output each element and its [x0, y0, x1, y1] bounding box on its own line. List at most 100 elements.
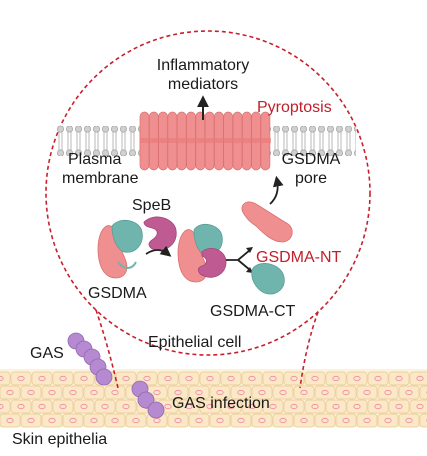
skin-cell-nucleus: [342, 417, 350, 424]
gas-infection-bacteria: [131, 380, 165, 419]
skin-cell-nucleus: [384, 389, 392, 396]
skin-cell-nucleus: [216, 417, 224, 424]
skin-cell-nucleus: [0, 375, 4, 382]
skin-cell-nucleus: [153, 389, 161, 396]
skin-cell-nucleus: [111, 389, 119, 396]
split-arrow-head-up: [246, 247, 253, 253]
nt-to-pore-arrow: [269, 175, 284, 205]
skin-cell-nucleus: [279, 389, 287, 396]
skin-cell-nucleus: [27, 417, 35, 424]
speb-protease: [143, 216, 177, 251]
skin-cell-nucleus: [363, 389, 371, 396]
callout-left-line: [95, 309, 119, 389]
plasma-membrane-label: Plasma membrane: [62, 151, 139, 187]
skin-cell-nucleus: [122, 403, 130, 410]
skin-cell-nucleus: [153, 417, 161, 424]
skin-cell-nucleus: [395, 403, 403, 410]
skin-cell-nucleus: [269, 375, 277, 382]
skin-cell-nucleus: [321, 417, 329, 424]
gas-coccus: [137, 391, 155, 409]
skin-cell-nucleus: [332, 375, 340, 382]
skin-cell-nucleus: [111, 417, 119, 424]
skin-cell-nucleus: [6, 417, 14, 424]
skin-cell-nucleus: [405, 417, 413, 424]
pyroptosis-label: Pyroptosis: [257, 99, 332, 116]
skin-cell-nucleus: [321, 389, 329, 396]
gas-label: GAS: [30, 345, 64, 362]
gsdma-speb-complex: [177, 223, 227, 283]
skin-cell-nucleus: [416, 403, 424, 410]
skin-cell: [0, 399, 11, 414]
skin-cell-nucleus: [216, 389, 224, 396]
skin-cell-nucleus: [395, 375, 403, 382]
skin-cell-nucleus: [206, 403, 214, 410]
skin-cell-nucleus: [279, 417, 287, 424]
skin-cell-nucleus: [80, 403, 88, 410]
callout-right-line: [299, 311, 319, 389]
skin-cell-nucleus: [332, 403, 340, 410]
skin-cell-nucleus: [311, 403, 319, 410]
skin-cell-nucleus: [290, 403, 298, 410]
skin-cell-nucleus: [17, 403, 25, 410]
skin-cell-nucleus: [353, 375, 361, 382]
skin-cell-nucleus: [59, 375, 67, 382]
skin-cell-nucleus: [164, 375, 172, 382]
skin-cell-nucleus: [132, 417, 140, 424]
skin-cell-nucleus: [237, 389, 245, 396]
gsdma-nt-label: GSDMA-NT: [256, 249, 342, 266]
skin-cell-nucleus: [311, 375, 319, 382]
skin-cell-nucleus: [353, 403, 361, 410]
pore-band: [140, 138, 271, 143]
skin-cell-nucleus: [248, 375, 256, 382]
gsdma-pore-label: GSDMA pore: [281, 151, 341, 187]
skin-cell-nucleus: [174, 389, 182, 396]
skin-cell: [0, 371, 11, 386]
skin-cell-nucleus: [384, 417, 392, 424]
skin-cell-nucleus: [90, 417, 98, 424]
gas-coccus: [147, 401, 165, 419]
inflammatory-mediators-label: Inflammatory mediators: [156, 57, 250, 93]
skin-cell-nucleus: [237, 417, 245, 424]
split-arrow-head-down: [246, 267, 253, 273]
skin-epithelia-label: Skin epithelia: [12, 431, 108, 448]
skin-cell-nucleus: [6, 389, 14, 396]
skin-cell-nucleus: [122, 375, 130, 382]
skin-cell-nucleus: [174, 417, 182, 424]
skin-cell-nucleus: [185, 375, 193, 382]
gsdma-nt-fragment: [241, 201, 293, 243]
skin-cell-nucleus: [69, 389, 77, 396]
skin-cell-nucleus: [38, 375, 46, 382]
skin-epithelia-layer: [0, 369, 427, 428]
skin-cell-nucleus: [290, 375, 298, 382]
skin-cell-nucleus: [342, 389, 350, 396]
skin-cell-nucleus: [164, 403, 172, 410]
skin-cell-nucleus: [59, 403, 67, 410]
skin-cell-nucleus: [227, 375, 235, 382]
skin-cell-nucleus: [195, 417, 203, 424]
skin-cell-nucleus: [80, 375, 88, 382]
skin-cell-nucleus: [416, 375, 424, 382]
skin-cell-nucleus: [363, 417, 371, 424]
skin-cell-nucleus: [17, 375, 25, 382]
skin-cell-nucleus: [227, 403, 235, 410]
gas-bacteria-chain: [67, 332, 113, 386]
skin-cell-nucleus: [27, 389, 35, 396]
skin-cell-nucleus: [206, 375, 214, 382]
gsdma-protein: [97, 219, 143, 279]
skin-cell-nucleus: [48, 389, 56, 396]
skin-cell-nucleus: [101, 403, 109, 410]
skin-cell-nucleus: [258, 389, 266, 396]
skin-cell-nucleus: [269, 403, 277, 410]
split-arrows: [226, 249, 251, 271]
gsdma-pore: [139, 111, 271, 171]
skin-cell-nucleus: [374, 403, 382, 410]
skin-cell-nucleus: [69, 417, 77, 424]
skin-cell-nucleus: [258, 417, 266, 424]
skin-cell-nucleus: [195, 389, 203, 396]
skin-cell-nucleus: [185, 403, 193, 410]
skin-cell-nucleus: [0, 403, 4, 410]
skin-cell-nucleus: [143, 375, 151, 382]
speb-label: SpeB: [132, 197, 172, 214]
gsdma-ct-label: GSDMA-CT: [210, 303, 296, 320]
skin-cell-nucleus: [374, 375, 382, 382]
